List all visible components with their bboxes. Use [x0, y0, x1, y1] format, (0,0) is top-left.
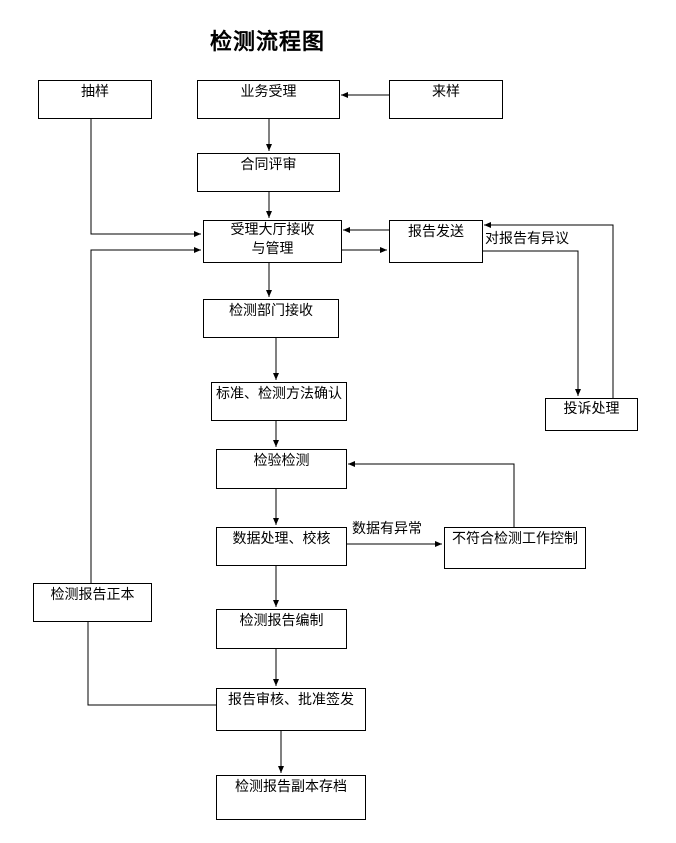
edge-send-to-complaint [482, 250, 581, 396]
node-report-original: 检测报告正本 [33, 583, 152, 622]
node-label: 报告审核、批准签发 [228, 692, 354, 708]
node-standard-confirm: 标准、检测方法确认 [211, 382, 347, 421]
node-nonconformity-control: 不符合检测工作控制 [444, 527, 586, 569]
node-report-review: 报告审核、批准签发 [216, 688, 366, 731]
node-business-acceptance: 业务受理 [197, 80, 340, 119]
node-label: 抽样 [81, 84, 109, 100]
node-label: 检测报告正本 [50, 587, 135, 603]
edge-nonconformity-to-inspection [348, 461, 515, 527]
node-complaint-handling: 投诉处理 [545, 398, 638, 431]
node-label: 检测报告副本存档 [235, 779, 347, 795]
node-label: 报告发送 [408, 224, 464, 240]
node-label: 标准、检测方法确认 [216, 386, 342, 402]
node-label-line1: 受理大厅接收 [230, 222, 315, 238]
edge-original-to-hall [90, 247, 201, 583]
node-inspection: 检验检测 [216, 449, 347, 489]
node-contract-review: 合同评审 [197, 153, 340, 192]
edge-complaint-to-send [484, 222, 614, 398]
node-label-line2: 与管理 [251, 241, 294, 257]
node-label: 来样 [432, 84, 460, 100]
node-report-compile: 检测报告编制 [216, 609, 347, 649]
node-incoming-sample: 来样 [389, 80, 503, 119]
edge-label-data-abnormal: 数据有异常 [352, 521, 422, 537]
node-label: 合同评审 [240, 157, 297, 173]
node-hall-receive: 受理大厅接收 与管理 [203, 220, 342, 263]
node-data-processing: 数据处理、校核 [216, 527, 347, 566]
edge-label-report-objection: 对报告有异议 [485, 231, 569, 247]
node-label: 业务受理 [240, 84, 297, 100]
node-label: 检验检测 [253, 453, 310, 469]
node-label: 投诉处理 [563, 401, 620, 417]
node-label: 检测报告编制 [239, 613, 324, 629]
diagram-title: 检测流程图 [210, 29, 326, 55]
node-report-archive: 检测报告副本存档 [216, 775, 366, 820]
node-label: 不符合检测工作控制 [452, 531, 578, 547]
node-sampling: 抽样 [38, 80, 152, 119]
edge-sampling-to-hall [90, 118, 201, 237]
node-report-send: 报告发送 [389, 220, 483, 263]
edge-review-to-original [87, 621, 216, 706]
node-label: 数据处理、校核 [232, 531, 331, 547]
node-dept-receive: 检测部门接收 [203, 299, 339, 338]
node-label: 检测部门接收 [229, 303, 313, 319]
